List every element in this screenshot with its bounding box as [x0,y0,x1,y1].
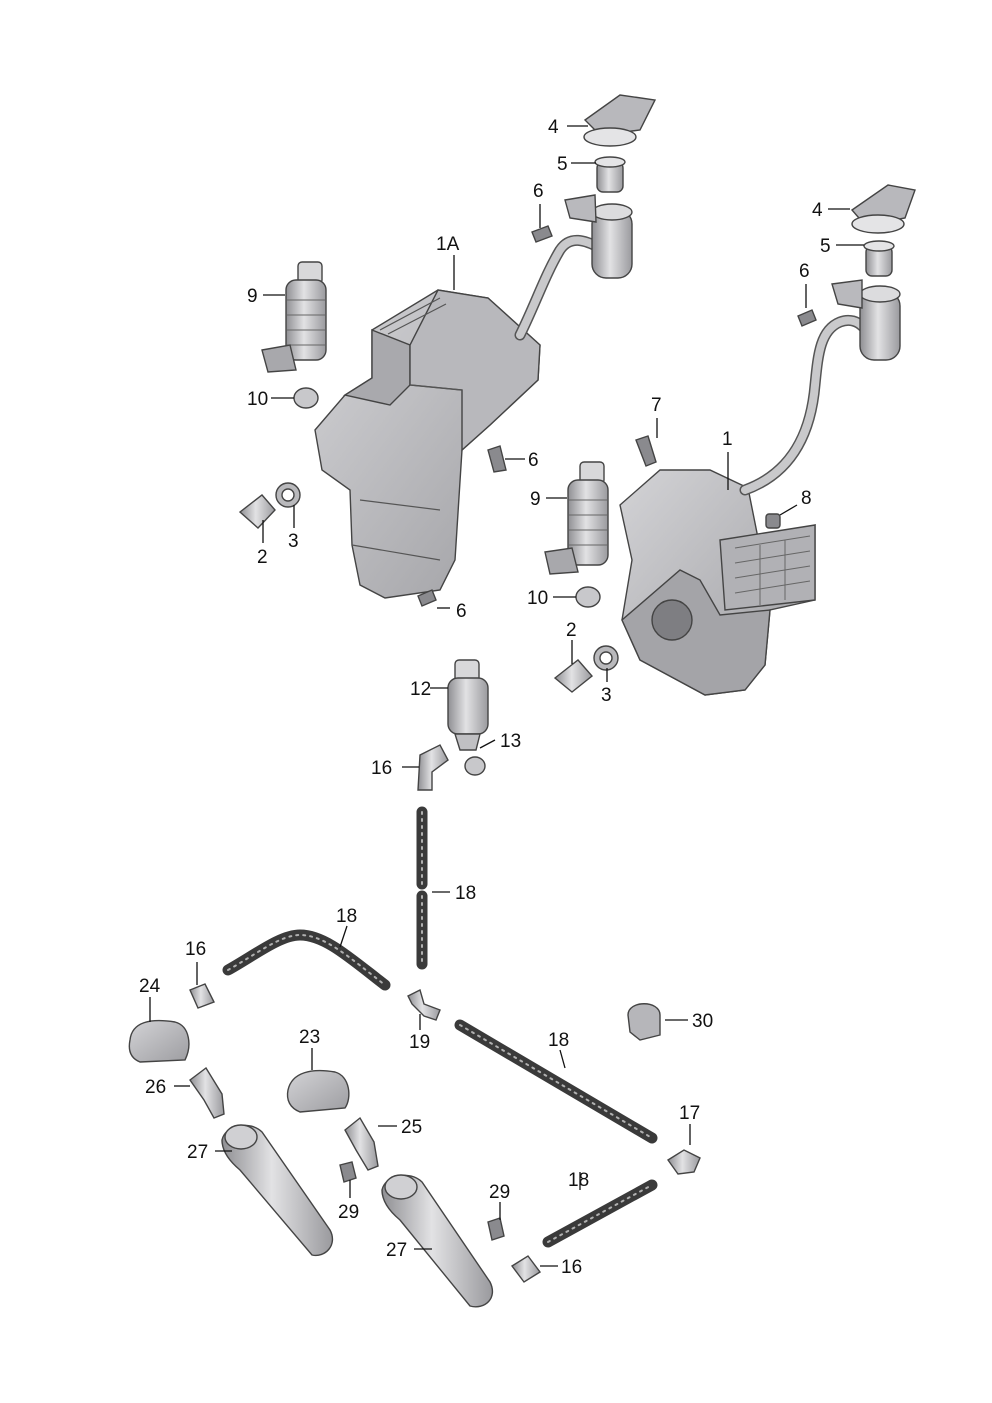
callout: 25 [401,1117,422,1138]
reservoir-1 [619,469,816,696]
callout: 6 [456,601,467,622]
callout: 9 [530,489,541,510]
strainer-right [863,240,895,277]
callout: 10 [247,389,268,410]
callout: 3 [601,685,612,706]
callout: 17 [679,1103,700,1124]
callout: 30 [692,1011,713,1032]
callout: 10 [527,588,548,609]
callout: 7 [651,395,662,416]
callout: 6 [528,450,539,471]
callout: 4 [812,200,823,221]
callout: 16 [561,1257,582,1278]
filler-neck-right [739,279,901,496]
strainer-left [594,156,626,193]
jets [189,1066,379,1171]
callout: 29 [338,1202,359,1223]
grommet-left [293,387,319,409]
callout: 18 [455,883,476,904]
callout: 18 [548,1030,569,1051]
callout: 3 [288,531,299,552]
callout: 24 [139,976,161,997]
callout: 6 [799,261,810,282]
callout: 29 [489,1182,510,1203]
callout: 6 [533,181,544,202]
connectors [189,983,701,1283]
callout: 13 [500,731,521,752]
pump-12 [417,659,489,791]
callout: 4 [548,117,559,138]
callout: 5 [557,154,568,175]
bolts-right [635,309,817,529]
sensor-right [553,645,619,693]
callout: 5 [820,236,831,257]
sensor-left [238,482,301,529]
callout: 2 [566,620,577,641]
callout: 18 [568,1170,589,1191]
callout: 27 [386,1240,407,1261]
filler-neck-left [514,194,633,341]
callout: 18 [336,906,357,927]
callout: 16 [185,939,206,960]
covers [128,1019,350,1113]
cap-right [850,184,916,234]
pump-left [261,261,327,373]
clip-30 [627,1003,661,1041]
reservoir-1a [314,289,541,599]
callouts: 4 5 6 1A 9 10 6 2 3 6 4 5 6 7 1 8 9 10 2… [139,117,831,1278]
washer-cylinders [221,1124,494,1308]
callout: 9 [247,286,258,307]
callout: 12 [410,679,431,700]
bolts-left [417,225,553,607]
callout: 23 [299,1027,320,1048]
callout: 8 [801,488,812,509]
callout: 2 [257,547,268,568]
screws-29 [339,1161,505,1241]
callout: 16 [371,758,392,779]
grommet-right [575,586,601,608]
callout: 26 [145,1077,166,1098]
cap-left [583,94,657,147]
pump-right [544,461,609,575]
callout: 1A [436,234,460,255]
callout: 19 [409,1032,430,1053]
leader-lines [149,125,864,1267]
callout: 27 [187,1142,208,1163]
callout: 1 [722,429,733,450]
tubes [222,806,658,1248]
